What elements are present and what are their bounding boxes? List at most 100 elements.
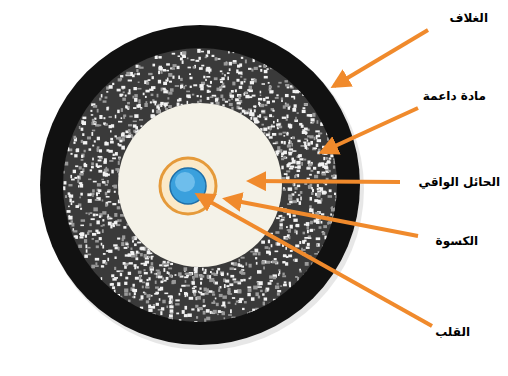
- texture-speck: [275, 251, 279, 253]
- texture-speck: [278, 126, 282, 129]
- texture-speck: [69, 195, 73, 198]
- texture-speck: [277, 150, 280, 152]
- texture-speck: [268, 247, 270, 249]
- texture-speck: [281, 219, 285, 221]
- texture-speck: [193, 286, 196, 288]
- texture-speck: [102, 229, 104, 233]
- texture-speck: [93, 105, 97, 108]
- texture-speck: [328, 221, 331, 224]
- texture-speck: [127, 102, 130, 104]
- texture-speck: [276, 217, 280, 219]
- texture-speck: [135, 126, 138, 129]
- texture-speck: [182, 60, 184, 64]
- texture-speck: [224, 284, 226, 288]
- texture-speck: [120, 75, 123, 77]
- texture-speck: [186, 293, 188, 297]
- texture-speck: [302, 110, 306, 113]
- texture-speck: [74, 177, 77, 179]
- texture-speck: [270, 127, 272, 129]
- texture-speck: [278, 269, 280, 271]
- texture-speck: [295, 244, 299, 247]
- texture-speck: [293, 183, 295, 186]
- texture-speck: [327, 137, 330, 140]
- texture-speck: [224, 62, 228, 65]
- texture-speck: [105, 184, 108, 186]
- texture-speck: [317, 139, 321, 142]
- texture-speck: [304, 159, 307, 161]
- texture-speck: [160, 311, 162, 315]
- texture-speck: [130, 287, 134, 291]
- texture-speck: [80, 236, 84, 238]
- texture-speck: [299, 270, 301, 272]
- texture-speck: [306, 222, 309, 226]
- texture-speck: [289, 282, 291, 286]
- texture-speck: [250, 81, 254, 84]
- texture-speck: [321, 213, 324, 215]
- texture-speck: [278, 215, 282, 217]
- texture-speck: [96, 220, 99, 224]
- texture-speck: [261, 261, 264, 265]
- texture-speck: [138, 65, 140, 68]
- texture-speck: [73, 142, 75, 144]
- texture-speck: [301, 162, 303, 166]
- texture-speck: [318, 132, 320, 135]
- texture-speck: [206, 309, 210, 313]
- texture-speck: [152, 76, 154, 79]
- texture-speck: [152, 313, 156, 315]
- texture-speck: [99, 215, 101, 217]
- texture-speck: [155, 286, 159, 288]
- texture-speck: [230, 95, 234, 98]
- texture-speck: [212, 95, 216, 97]
- texture-speck: [188, 67, 191, 69]
- texture-speck: [188, 273, 192, 275]
- texture-speck: [128, 106, 130, 109]
- texture-speck: [102, 219, 104, 221]
- texture-speck: [182, 310, 185, 314]
- texture-speck: [212, 291, 214, 293]
- texture-speck: [219, 294, 223, 297]
- texture-speck: [258, 281, 262, 285]
- texture-speck: [312, 147, 316, 150]
- texture-speck: [296, 161, 300, 165]
- texture-speck: [231, 262, 234, 264]
- texture-speck: [161, 88, 163, 92]
- texture-speck: [144, 272, 148, 274]
- texture-speck: [309, 174, 312, 176]
- texture-speck: [120, 273, 122, 276]
- texture-speck: [263, 116, 267, 118]
- texture-speck: [185, 295, 187, 297]
- texture-speck: [243, 315, 247, 318]
- texture-speck: [148, 79, 151, 81]
- texture-speck: [82, 133, 84, 136]
- texture-speck: [257, 286, 261, 288]
- texture-speck: [151, 262, 154, 265]
- texture-speck: [160, 104, 162, 107]
- texture-speck: [156, 270, 160, 272]
- texture-speck: [310, 122, 313, 124]
- texture-speck: [177, 103, 180, 107]
- texture-speck: [118, 143, 120, 146]
- texture-speck: [180, 78, 183, 81]
- texture-speck: [133, 121, 137, 123]
- texture-speck: [230, 309, 232, 313]
- texture-speck: [288, 197, 292, 200]
- texture-speck: [152, 109, 154, 112]
- texture-speck: [233, 60, 236, 62]
- texture-speck: [319, 162, 322, 166]
- texture-speck: [331, 175, 335, 177]
- texture-speck: [222, 295, 226, 298]
- texture-speck: [64, 162, 68, 166]
- texture-speck: [95, 199, 99, 201]
- texture-speck: [224, 317, 226, 319]
- texture-speck: [289, 215, 291, 218]
- texture-speck: [265, 97, 269, 99]
- texture-speck: [294, 284, 297, 286]
- texture-speck: [285, 94, 289, 97]
- part-label: الكسوة: [436, 234, 478, 248]
- texture-speck: [112, 185, 115, 187]
- texture-speck: [110, 130, 112, 132]
- texture-speck: [317, 188, 319, 190]
- texture-speck: [206, 317, 210, 321]
- texture-speck: [75, 235, 78, 238]
- texture-speck: [278, 273, 280, 276]
